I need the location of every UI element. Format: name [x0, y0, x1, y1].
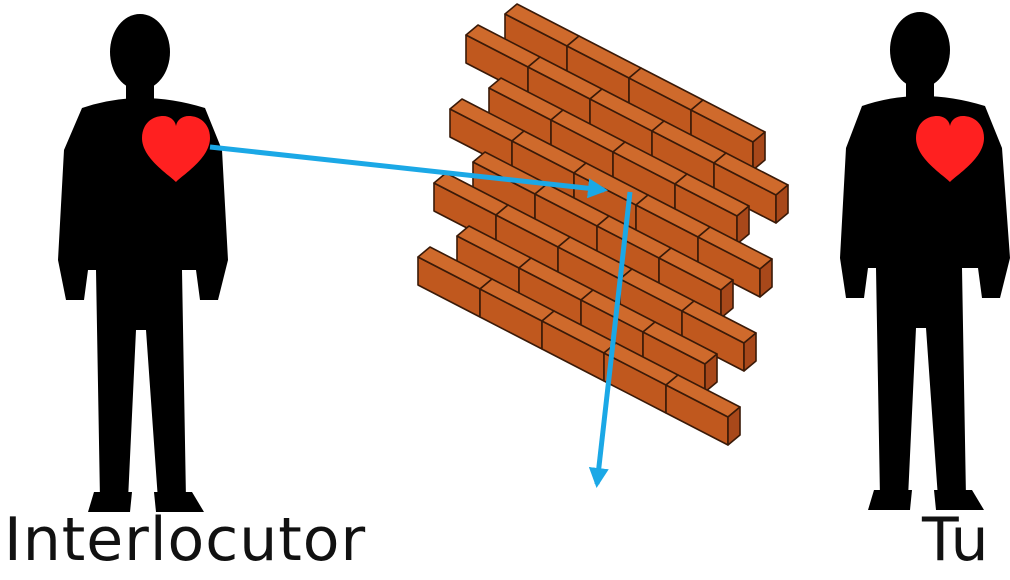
- person-label-tu: Tu: [922, 505, 990, 575]
- brick-wall-icon: [418, 4, 788, 445]
- person-silhouette-icon: [58, 14, 228, 512]
- person-silhouette-icon: [840, 12, 1010, 510]
- person-label-interlocutor: Interlocutor: [4, 505, 366, 575]
